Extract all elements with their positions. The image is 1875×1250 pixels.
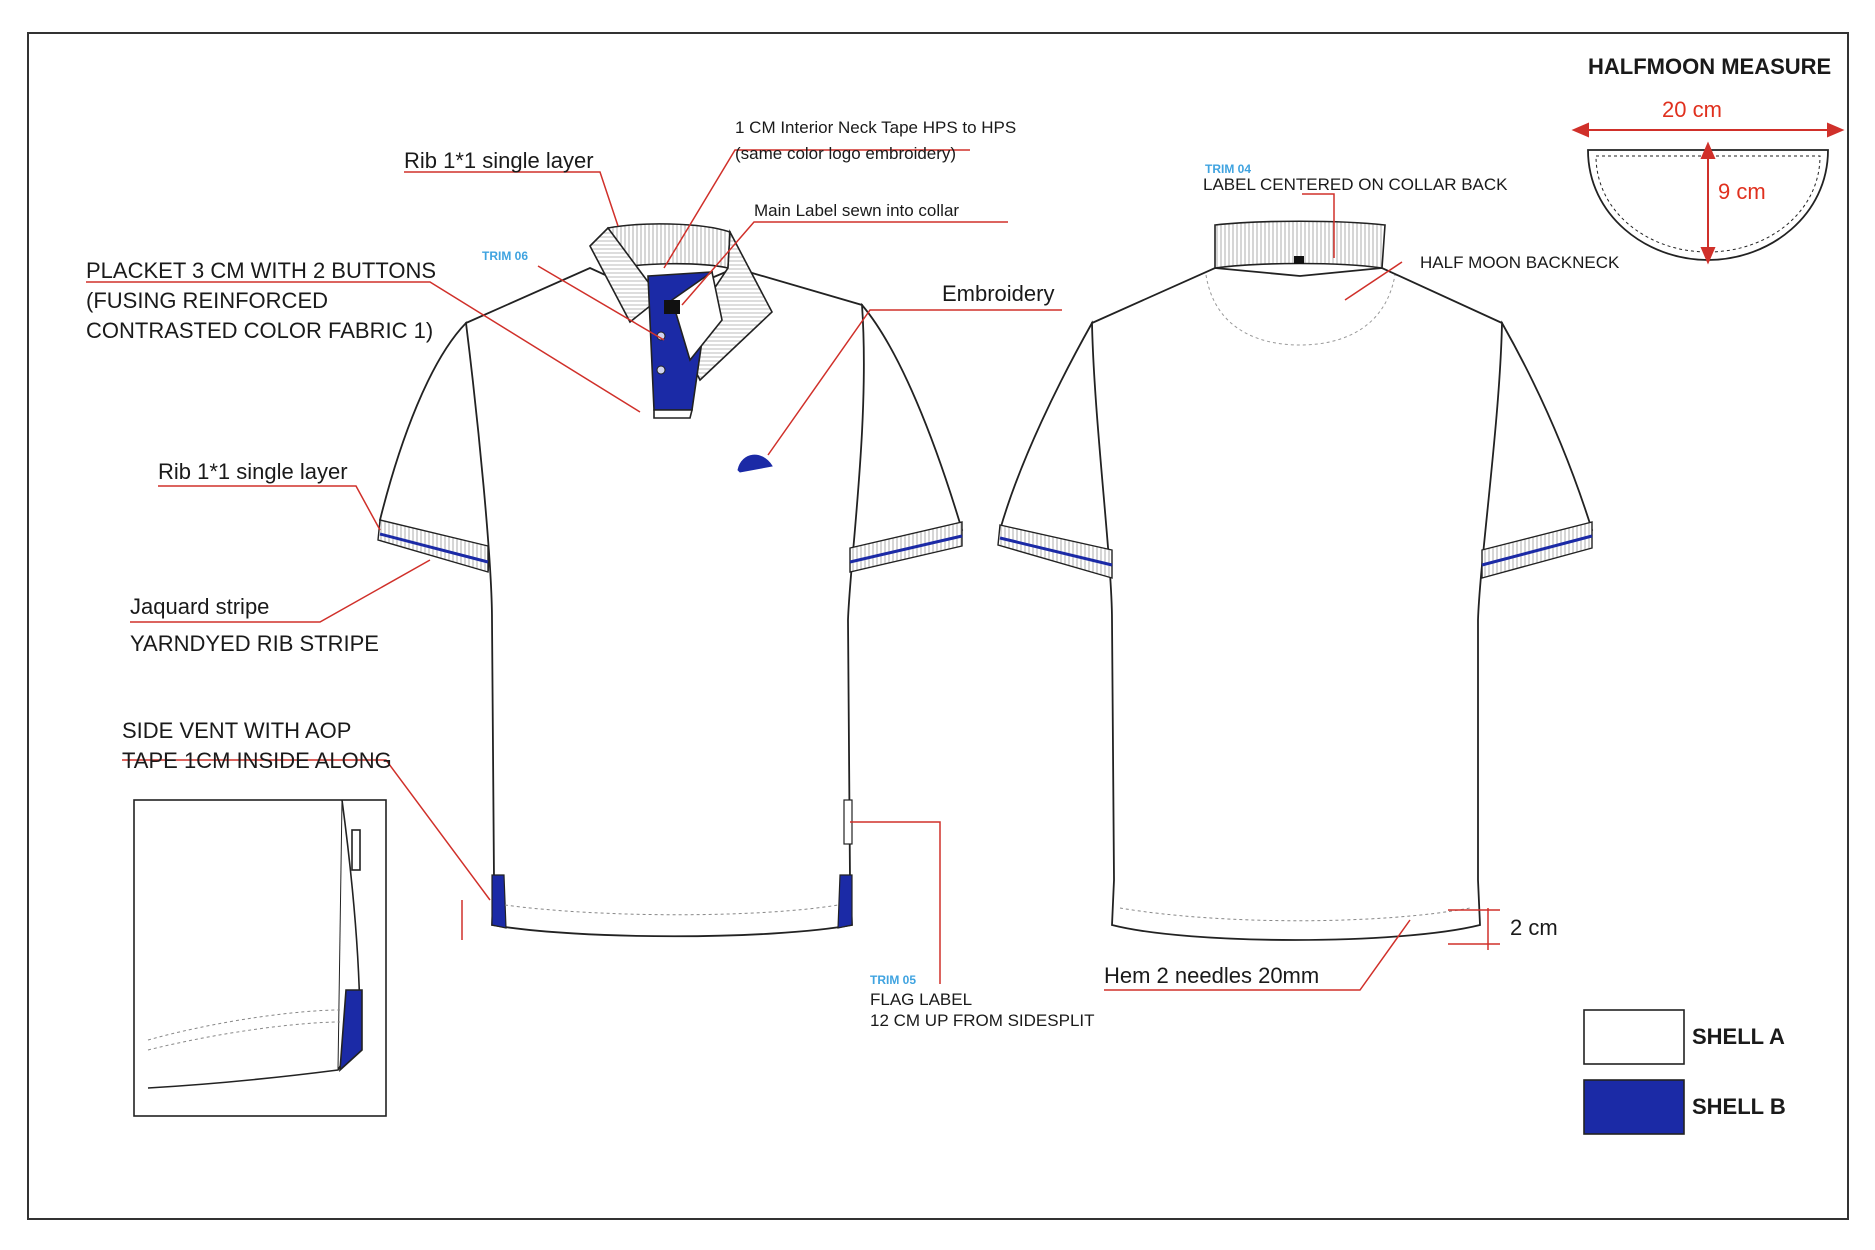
label-rib-collar: Rib 1*1 single layer — [404, 148, 594, 173]
label-half-moon: HALF MOON BACKNECK — [1420, 253, 1620, 272]
halfmoon-width: 20 cm — [1662, 97, 1722, 122]
side-vent-detail — [133, 799, 387, 1117]
label-placket-2: (FUSING REINFORCED — [86, 288, 328, 313]
front-cuffs — [377, 519, 963, 573]
label-placket-3: CONTRASTED COLOR FABRIC 1) — [86, 318, 434, 343]
front-collar — [589, 223, 773, 419]
legend-swatch-shell-b — [1583, 1079, 1685, 1135]
legend-label-shell-a: SHELL A — [1692, 1024, 1785, 1049]
label-flag-2: 12 CM UP FROM SIDESPLIT — [870, 1011, 1095, 1030]
back-body — [1091, 267, 1503, 941]
label-hem: Hem 2 needles 20mm — [1104, 963, 1320, 988]
back-polo — [998, 267, 1594, 941]
label-flag-1: FLAG LABEL — [870, 990, 973, 1009]
label-main-label: Main Label sewn into collar — [754, 201, 960, 220]
back-cuffs — [997, 521, 1593, 579]
back-hem-stitch — [1119, 907, 1471, 922]
label-collar-back: LABEL CENTERED ON COLLAR BACK — [1203, 175, 1508, 194]
label-trim04: TRIM 04 — [1205, 162, 1252, 176]
halfmoon-arrows — [1571, 122, 1845, 265]
embroidery-logo — [737, 454, 773, 473]
label-yarndyed: YARNDYED RIB STRIPE — [130, 631, 379, 656]
half-moon-backneck — [1205, 274, 1396, 346]
label-embroidery: Embroidery — [942, 281, 1055, 306]
front-body — [465, 267, 865, 938]
label-side-vent-2: TAPE 1CM INSIDE ALONG — [122, 748, 392, 773]
label-placket-1: PLACKET 3 CM WITH 2 BUTTONS — [86, 258, 437, 283]
legend-label-shell-b: SHELL B — [1692, 1094, 1786, 1119]
label-jacquard: Jaquard stripe — [130, 594, 270, 619]
label-neck-tape-1: 1 CM Interior Neck Tape HPS to HPS — [735, 118, 1017, 137]
legend-swatch-shell-a — [1583, 1009, 1685, 1065]
label-trim06: TRIM 06 — [482, 249, 529, 263]
front-side-vents — [491, 799, 853, 929]
sheet-border — [27, 32, 1849, 1220]
label-hem-height: 2 cm — [1510, 915, 1558, 940]
halfmoon-depth: 9 cm — [1718, 179, 1766, 204]
leader-lines — [86, 149, 1500, 991]
label-trim05: TRIM 05 — [870, 973, 917, 987]
label-neck-tape-2: (same color logo embroidery) — [735, 144, 957, 163]
back-collar — [1214, 220, 1386, 269]
halfmoon-title: HALFMOON MEASURE — [1588, 54, 1832, 79]
label-rib-sleeve: Rib 1*1 single layer — [158, 459, 348, 484]
label-side-vent-1: SIDE VENT WITH AOP — [122, 718, 352, 743]
front-polo — [378, 267, 964, 938]
